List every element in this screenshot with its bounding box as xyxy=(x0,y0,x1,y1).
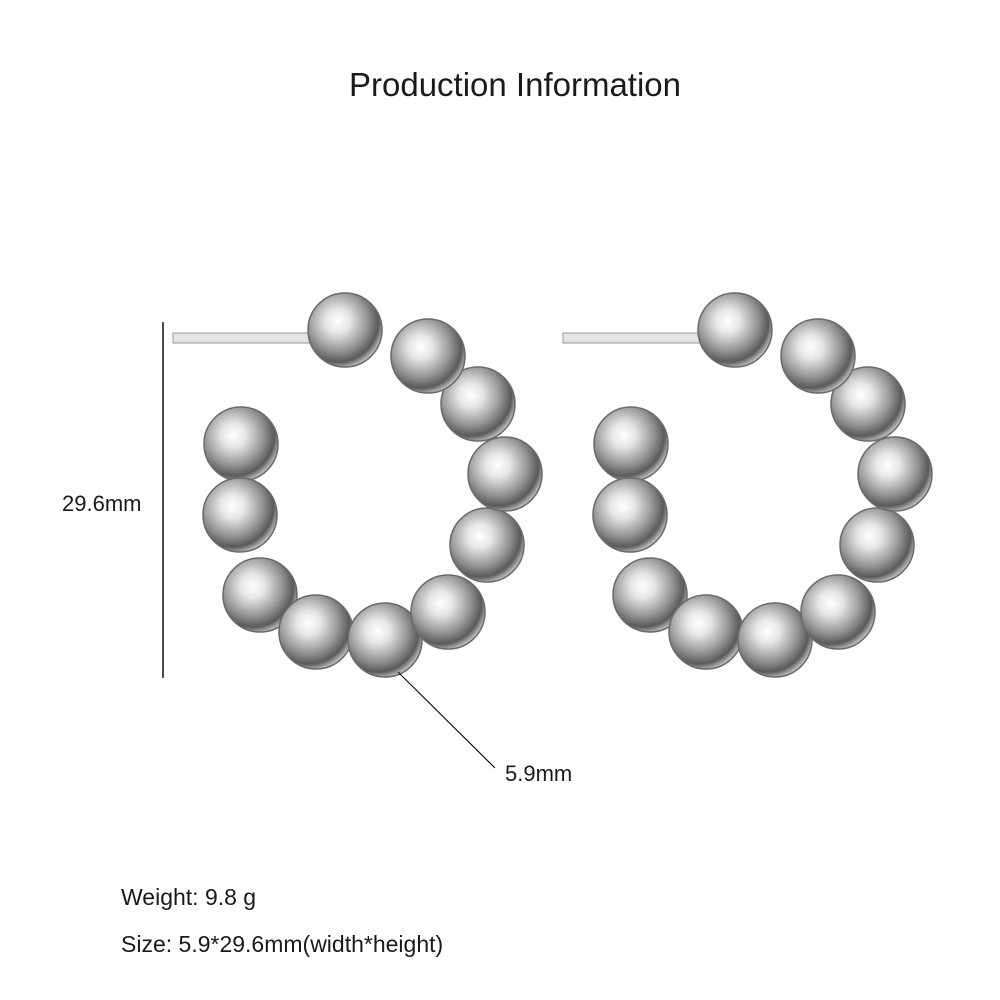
earring-bead xyxy=(780,318,856,394)
earring-bead xyxy=(593,406,669,482)
earring-bead xyxy=(737,602,813,678)
earring-bead xyxy=(347,602,423,678)
weight-spec: Weight: 9.8 g xyxy=(121,884,257,910)
earring-bead xyxy=(449,507,525,583)
earring-bead xyxy=(830,366,906,442)
earring-bead xyxy=(202,477,278,553)
bead-dimension-label: 5.9mm xyxy=(505,761,573,786)
earring-bead xyxy=(800,574,876,650)
earring-bead xyxy=(278,594,354,670)
earring-bead xyxy=(839,507,915,583)
earring-bead xyxy=(857,436,933,512)
earring-bead xyxy=(697,292,773,368)
earring-left xyxy=(172,292,543,678)
height-dimension-label: 29.6mm xyxy=(62,491,142,516)
page-title: Production Information xyxy=(348,66,681,103)
earring-bead xyxy=(222,557,298,633)
size-spec: Size: 5.9*29.6mm(width*height) xyxy=(121,931,444,957)
earring-bead xyxy=(410,574,486,650)
bead-leader-line xyxy=(397,671,496,769)
earring-bead xyxy=(203,406,279,482)
earring-right xyxy=(562,292,933,678)
earring-bead xyxy=(612,557,688,633)
earring-bead xyxy=(592,477,668,553)
earring-bead xyxy=(440,366,516,442)
earring-bead xyxy=(467,436,543,512)
earring-bead xyxy=(668,594,744,670)
earring-bead xyxy=(390,318,466,394)
earring-bead xyxy=(307,292,383,368)
